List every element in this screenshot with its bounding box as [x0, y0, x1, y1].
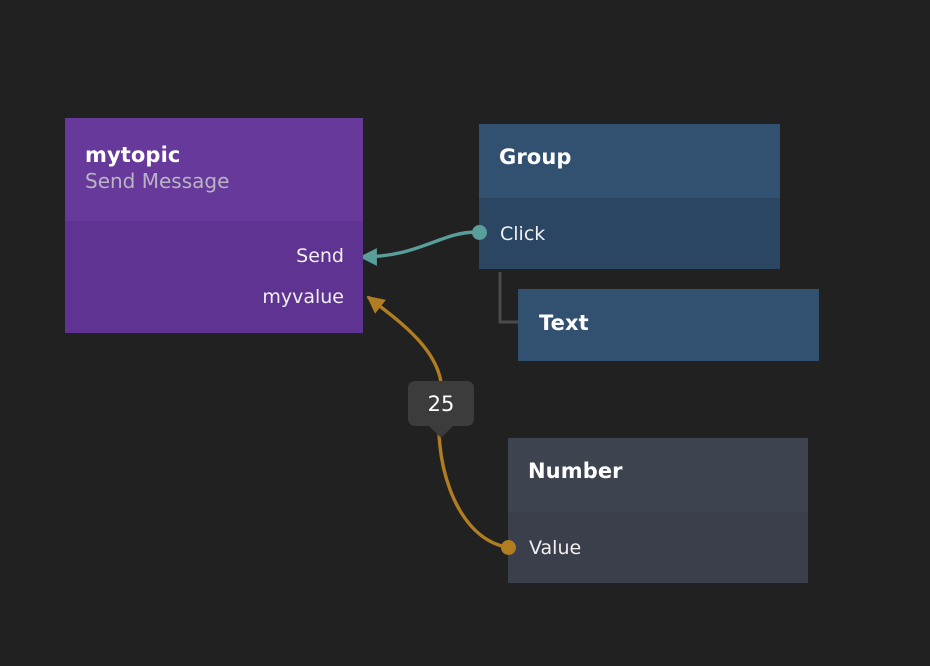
node-mytopic-body: Send myvalue [65, 221, 363, 333]
port-dot-value[interactable] [501, 540, 516, 555]
node-number-title: Number [528, 459, 623, 483]
node-group-title: Group [499, 145, 572, 169]
port-row-myvalue[interactable]: myvalue [65, 276, 363, 317]
node-group[interactable]: Group Click [479, 124, 780, 269]
node-mytopic[interactable]: mytopic Send Message Send myvalue [65, 118, 363, 333]
edge-value-badge-tail [428, 425, 454, 438]
node-text[interactable]: Text [518, 289, 819, 361]
port-label-send: Send [296, 244, 344, 267]
edge-value-badge[interactable]: 25 [408, 381, 474, 426]
edge-click-to-send[interactable] [359, 230, 478, 266]
port-label-value: Value [529, 536, 582, 559]
node-number-header[interactable]: Number [508, 438, 808, 512]
port-row-click[interactable]: Click [479, 213, 780, 254]
node-mytopic-subtitle: Send Message [85, 169, 230, 193]
tree-link-group-text [498, 272, 518, 324]
node-mytopic-title: mytopic [85, 143, 181, 167]
port-row-send[interactable]: Send [65, 235, 363, 276]
node-number[interactable]: Number Value [508, 438, 808, 583]
node-group-header[interactable]: Group [479, 124, 780, 198]
edge-value-badge-text: 25 [427, 391, 455, 416]
port-label-click: Click [500, 222, 546, 245]
port-dot-click[interactable] [472, 225, 487, 240]
node-mytopic-header[interactable]: mytopic Send Message [65, 118, 363, 221]
node-group-body: Click [479, 198, 780, 269]
node-text-title: Text [539, 311, 589, 335]
node-number-body: Value [508, 512, 808, 583]
port-row-value[interactable]: Value [508, 527, 808, 568]
port-label-myvalue: myvalue [262, 285, 344, 308]
node-text-header[interactable]: Text [518, 289, 819, 361]
